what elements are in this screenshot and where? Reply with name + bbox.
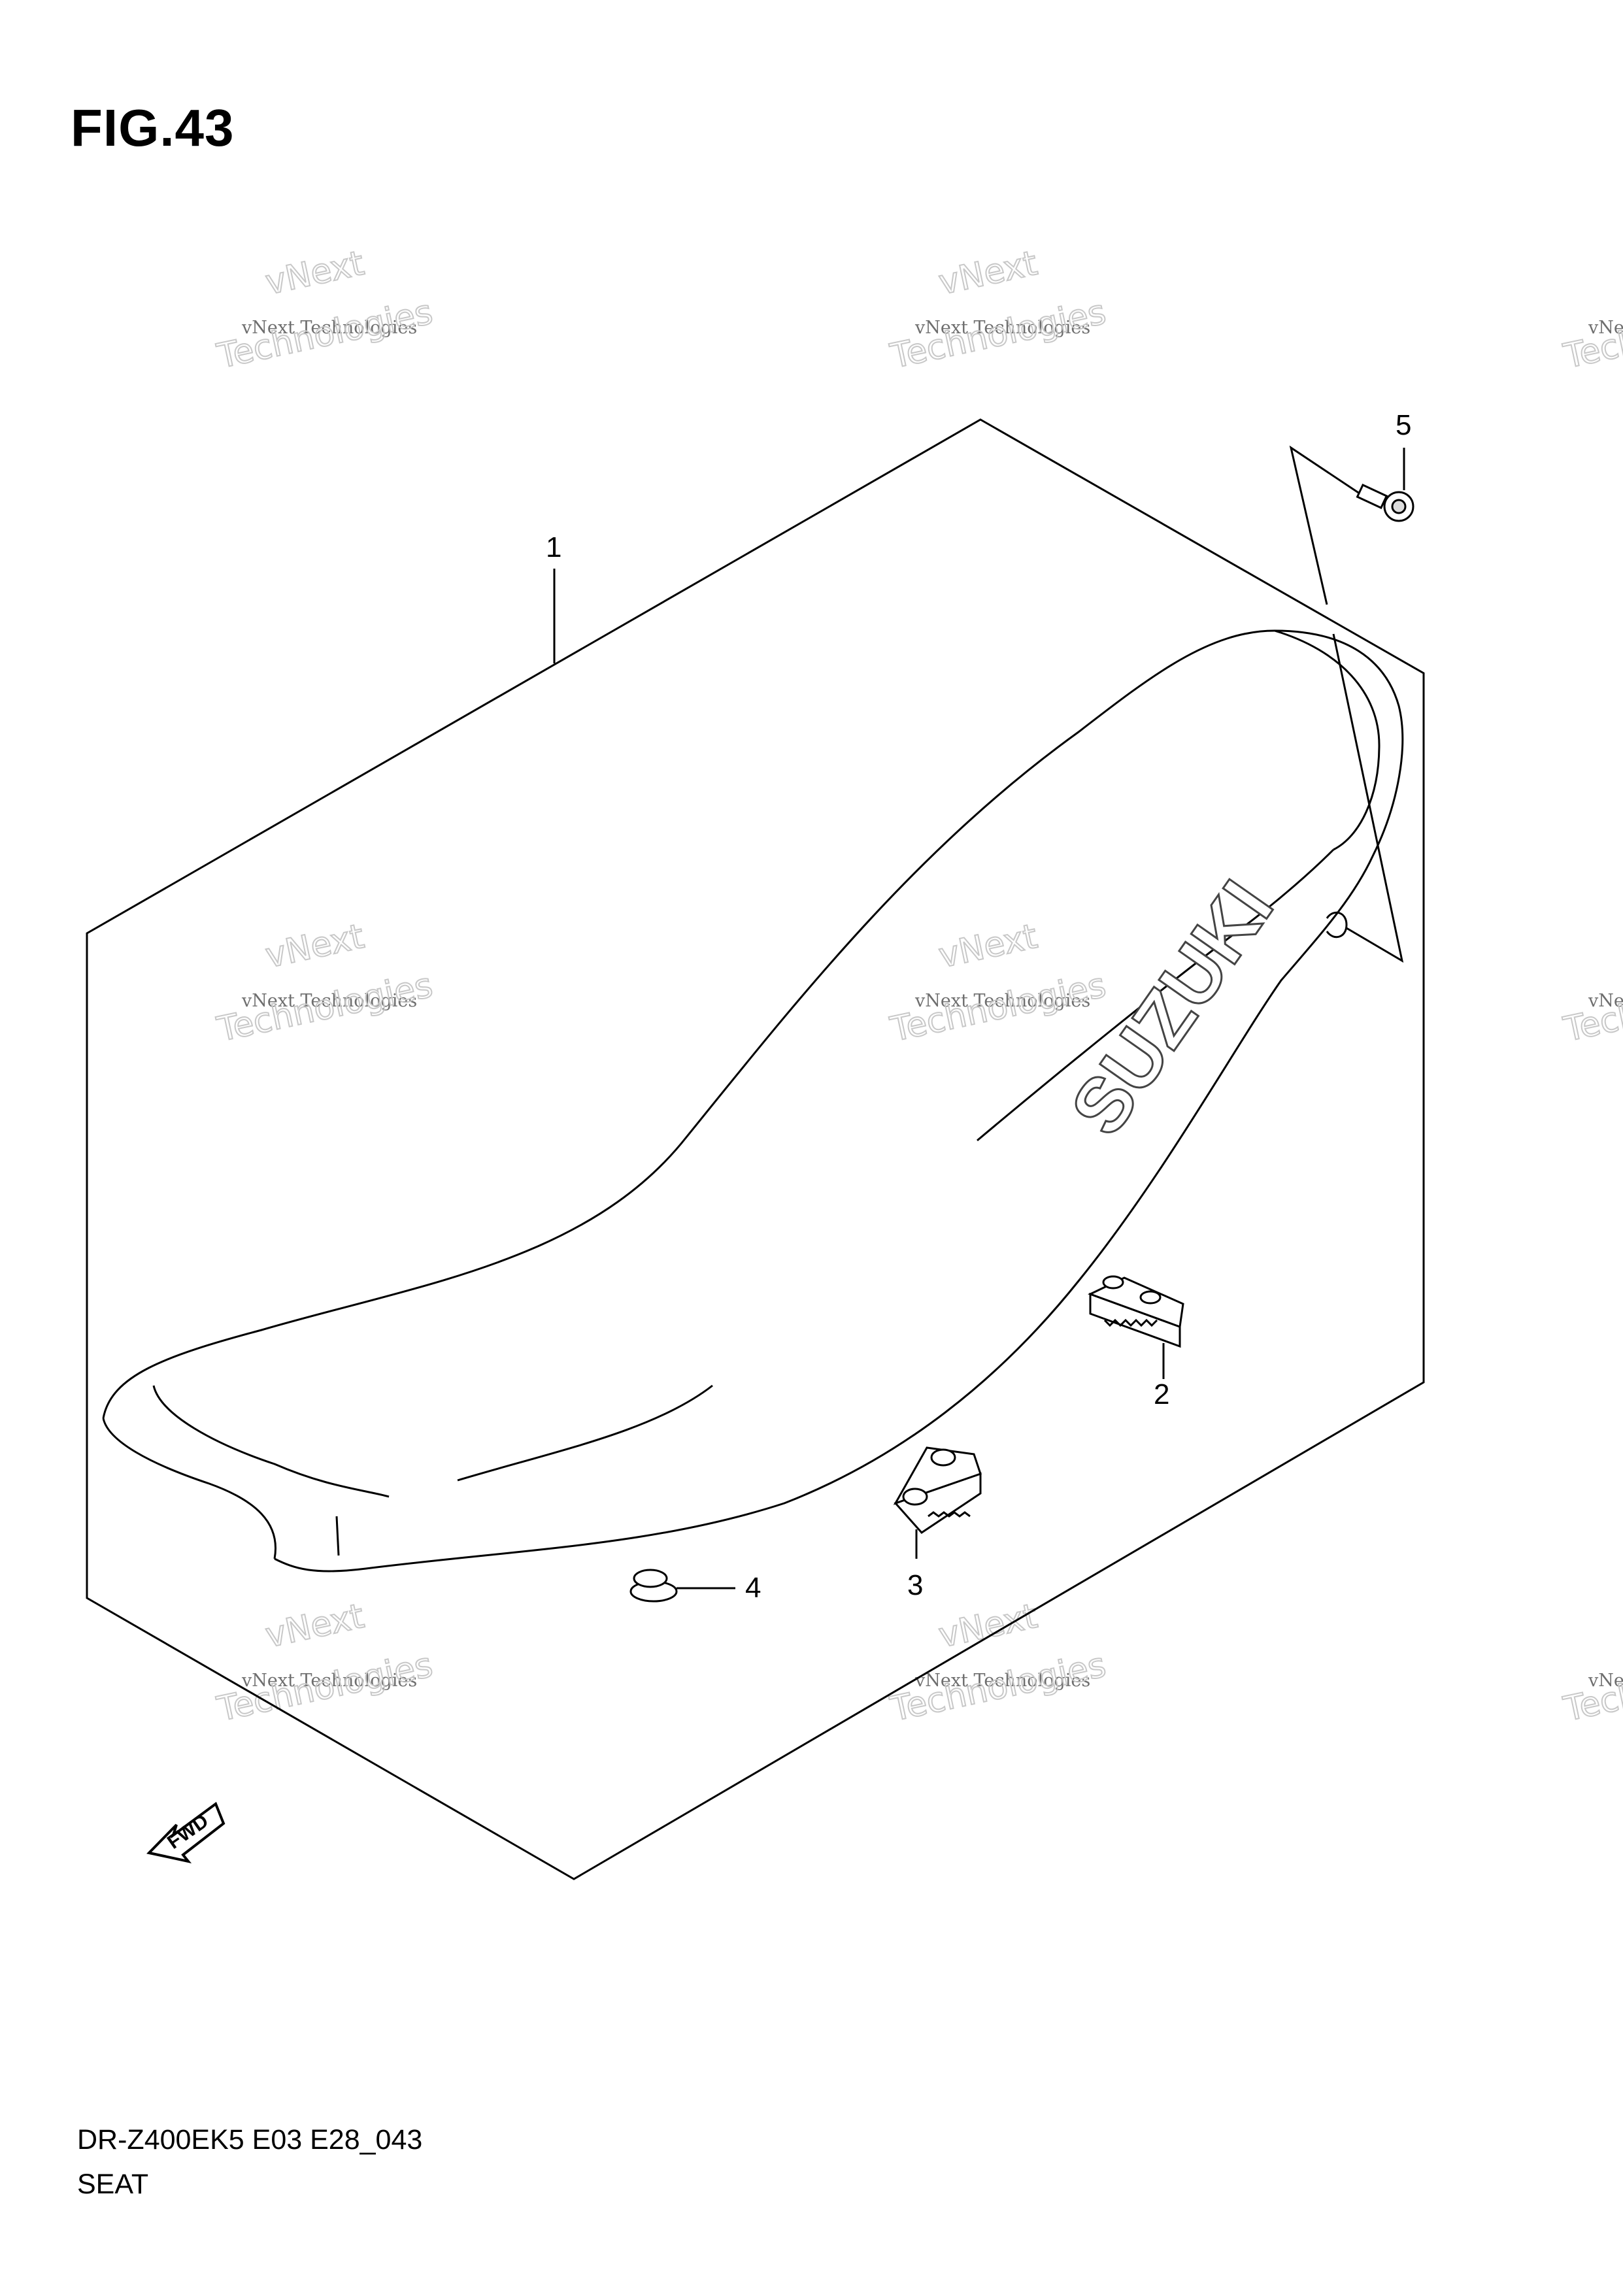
callout-4: 4 xyxy=(745,1572,761,1604)
watermark-technologies: Technologies xyxy=(887,293,1109,376)
watermark-text: vNext Technologies xyxy=(241,991,417,1011)
watermark-vnext: vNext xyxy=(262,244,367,303)
watermark-edge: vNext Technologies Technologies xyxy=(1560,965,1623,1050)
bolt-leader-triangle xyxy=(1289,445,1360,605)
part-cushion-front xyxy=(893,1446,982,1559)
cushion-front-stud-upper xyxy=(930,1448,956,1467)
watermark-vnext: vNext xyxy=(935,1597,1041,1655)
watermark-vnext: vNext xyxy=(262,1597,367,1655)
cushion-front-teeth xyxy=(928,1511,971,1518)
watermark-text: vNext Technologies xyxy=(241,1671,417,1691)
part-grommet xyxy=(629,1569,735,1603)
watermark-text: vNext Technologies xyxy=(1588,318,1623,338)
watermark-text: vNext Technologies xyxy=(914,1671,1090,1691)
watermark-technologies: Technologies xyxy=(1560,966,1623,1050)
callout-3: 3 xyxy=(907,1569,923,1601)
seat-top-outline xyxy=(102,629,1404,1572)
watermark-text: vNext Technologies xyxy=(1588,1671,1623,1691)
cushion-rear-teeth xyxy=(1103,1318,1158,1327)
watermark: vNext vNext Technologies Technologies xyxy=(213,916,437,1050)
seat-rear-latch xyxy=(1326,911,1348,939)
watermark-technologies: Technologies xyxy=(1560,1646,1623,1729)
cushion-rear-stud-left xyxy=(1102,1275,1124,1289)
watermark-edge: vNext Technologies Technologies xyxy=(1560,292,1623,377)
callout-1: 1 xyxy=(546,531,561,563)
seat-front-edge xyxy=(102,1418,276,1559)
cushion-front-stud-lower xyxy=(902,1488,928,1506)
watermark-technologies: Technologies xyxy=(214,293,436,376)
drawing-name: SEAT xyxy=(77,2169,149,2200)
callout-2: 2 xyxy=(1154,1378,1169,1410)
seat-front-crease xyxy=(335,1516,340,1556)
watermark-edge: vNext Technologies Technologies xyxy=(1560,1645,1623,1730)
bolt-head-inner xyxy=(1391,499,1407,514)
watermark-text: vNext Technologies xyxy=(1588,991,1623,1011)
watermark-technologies: Technologies xyxy=(887,966,1109,1050)
seat-top-inner-front xyxy=(152,1385,390,1498)
watermark: vNext vNext Technologies Technologies xyxy=(886,916,1110,1050)
part-cushion-rear xyxy=(1088,1275,1184,1379)
forward-arrow-icon xyxy=(146,1801,226,1864)
callout-5: 5 xyxy=(1396,409,1411,441)
drawing-code: DR-Z400EK5 E03 E28_043 xyxy=(77,2124,423,2155)
figure-title: FIG.43 xyxy=(71,99,235,157)
seat-side-line-front xyxy=(457,1384,713,1482)
forward-direction-arrow: FWD xyxy=(146,1801,226,1864)
seat-rear-ridge xyxy=(1274,629,1380,851)
assembly-outline-box xyxy=(86,418,1425,1880)
watermark: vNext vNext Technologies Technologies xyxy=(213,1596,437,1730)
bolt-shank xyxy=(1356,484,1388,510)
watermark-vnext: vNext xyxy=(262,917,367,976)
seat-side-line-rear xyxy=(977,848,1335,1142)
watermark-text: vNext Technologies xyxy=(914,318,1090,338)
watermark: vNext vNext Technologies Technologies xyxy=(886,1596,1110,1730)
watermark-text: vNext Technologies xyxy=(241,318,417,338)
watermark: vNext vNext Technologies Technologies xyxy=(886,243,1110,377)
watermark-vnext: vNext xyxy=(935,244,1041,303)
cushion-rear-stud-right xyxy=(1139,1290,1162,1305)
watermark-technologies: Technologies xyxy=(214,966,436,1050)
watermark: vNext vNext Technologies Technologies xyxy=(213,243,437,377)
seat-assembly xyxy=(102,629,1404,1572)
watermark-technologies: Technologies xyxy=(214,1646,436,1729)
watermark-technologies: Technologies xyxy=(1560,293,1623,376)
watermark-text: vNext Technologies xyxy=(914,991,1090,1011)
watermark-technologies: Technologies xyxy=(887,1646,1109,1729)
grommet-top xyxy=(633,1569,668,1588)
watermark-vnext: vNext xyxy=(935,917,1041,976)
part-bolt xyxy=(1289,445,1414,963)
bolt-leader-lower xyxy=(1332,633,1404,963)
